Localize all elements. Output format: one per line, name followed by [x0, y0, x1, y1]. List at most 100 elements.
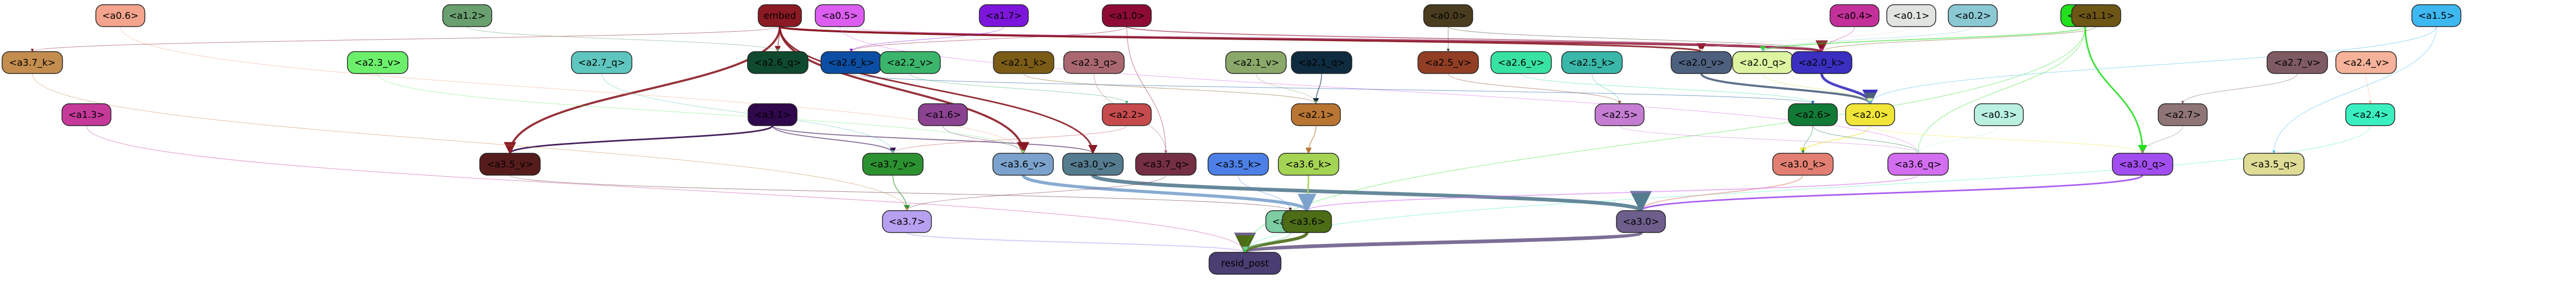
node-a3-7-v[interactable]: <a3.7_v> — [862, 153, 924, 176]
node-a3-0-q[interactable]: <a3.0_q> — [2112, 153, 2173, 176]
node-a3-5-v[interactable]: <a3.5_v> — [479, 153, 541, 176]
edge-a3.0-to-resid_post — [1235, 230, 1643, 255]
node-box — [815, 4, 865, 27]
edge-a1.5-to-a2.0 — [1869, 26, 2437, 104]
node-a2-6-v[interactable]: <a2.6_v> — [1490, 51, 1552, 74]
node-a2-6[interactable]: <a2.6> — [1788, 103, 1838, 126]
node-box — [992, 153, 1054, 176]
node-a2-0-v[interactable]: <a2.0_v> — [1671, 51, 1732, 74]
edges-layer — [31, 26, 2437, 255]
edge-a3.6_q-to-a3.6 — [1304, 175, 1919, 212]
node-a2-1[interactable]: <a2.1> — [1291, 103, 1341, 126]
node-a1-7[interactable]: <a1.7> — [979, 4, 1029, 27]
node-box — [2, 51, 63, 74]
node-a0-3[interactable]: <a0.3> — [1974, 103, 2024, 126]
node-a2-3-q[interactable]: <a2.3_q> — [1063, 51, 1125, 74]
node-a3-5-k[interactable]: <a3.5_k> — [1208, 153, 1269, 176]
node-a3-0-k[interactable]: <a3.0_k> — [1772, 153, 1834, 176]
node-box — [862, 153, 924, 176]
edge-a0.2-to-a2.0_q — [1761, 26, 1973, 52]
node-label: <a1.0> — [1109, 10, 1145, 21]
edge-a2.1-to-a3.6_k — [1305, 125, 1316, 154]
node-a3-0-v[interactable]: <a3.0_v> — [1062, 153, 1124, 176]
node-a1-0[interactable]: <a1.0> — [1102, 4, 1152, 27]
node-label: <a1.6> — [925, 109, 961, 120]
node-a1-2[interactable]: <a1.2> — [442, 4, 492, 27]
node-a0-4[interactable]: <a0.4> — [1830, 4, 1880, 27]
node-box — [1209, 252, 1281, 275]
node-a2-5[interactable]: <a2.5> — [1595, 103, 1645, 126]
node-label: <a2.5_k> — [1569, 57, 1615, 68]
node-a2-1-k[interactable]: <a2.1_k> — [993, 51, 1054, 74]
node-a2-6-q[interactable]: <a2.6_q> — [747, 51, 808, 74]
node-box — [2335, 51, 2397, 74]
node-a3-6-k[interactable]: <a3.6_k> — [1278, 153, 1339, 176]
node-a2-0-q[interactable]: <a2.0_q> — [1732, 51, 1794, 74]
node-label: <a2.0_k> — [1798, 57, 1845, 68]
node-a2-2[interactable]: <a2.2> — [1102, 103, 1152, 126]
node-a2-7-q[interactable]: <a2.7_q> — [571, 51, 632, 74]
node-box — [1208, 153, 1269, 176]
node-a0-2[interactable]: <a0.2> — [1948, 4, 1998, 27]
edge-a3.0_q-to-a3.0 — [1636, 174, 2144, 212]
node-a3-7[interactable]: <a3.7> — [882, 210, 932, 233]
node-label: <a1.1> — [2078, 10, 2114, 21]
node-label: <a3.5_q> — [2250, 159, 2297, 170]
node-a2-1-v[interactable]: <a2.1_v> — [1225, 51, 1287, 74]
edge-a3.5-to-resid_post — [1242, 232, 1291, 253]
node-a2-7-v[interactable]: <a2.7_v> — [2267, 51, 2328, 74]
node-a2-0[interactable]: <a2.0> — [1845, 103, 1895, 126]
node-a2-6-k[interactable]: <a2.6_k> — [820, 51, 882, 74]
node-label: <a2.5_v> — [1425, 57, 1471, 68]
node-a2-7[interactable]: <a2.7> — [2158, 103, 2208, 126]
node-a2-2-v[interactable]: <a2.2_v> — [879, 51, 941, 74]
node-label: <a3.6_q> — [1895, 159, 1942, 170]
node-label: <a2.6_v> — [1498, 57, 1544, 68]
node-label: <a3.6_v> — [1000, 159, 1046, 170]
node-box — [747, 51, 808, 74]
node-box — [1561, 51, 1623, 74]
node-a2-4-v[interactable]: <a2.4_v> — [2335, 51, 2397, 74]
node-box — [442, 4, 492, 27]
node-a3-0[interactable]: <a3.0> — [1616, 210, 1666, 233]
edge-embed-to-a3.5_v — [504, 26, 781, 155]
node-a3-5-q[interactable]: <a3.5_q> — [2243, 153, 2305, 176]
node-a0-0[interactable]: <a0.0> — [1423, 4, 1473, 27]
node-box — [1671, 51, 1732, 74]
node-a2-5-v[interactable]: <a2.5_v> — [1417, 51, 1479, 74]
node-a0-6[interactable]: <a0.6> — [95, 4, 145, 27]
node-label: <a3.6_k> — [1285, 159, 1331, 170]
node-a3-1[interactable]: <a3.1> — [748, 103, 798, 126]
node-a1-3[interactable]: <a1.3> — [61, 103, 111, 126]
node-a2-5-k[interactable]: <a2.5_k> — [1561, 51, 1623, 74]
node-box — [1423, 4, 1473, 27]
node-a2-3-v[interactable]: <a2.3_v> — [347, 51, 408, 74]
edge-a1.7-to-a2.6_k — [850, 26, 1004, 52]
node-a2-0-k[interactable]: <a2.0_k> — [1791, 51, 1852, 74]
node-box — [1291, 51, 1352, 74]
node-a1-6[interactable]: <a1.6> — [918, 103, 968, 126]
node-label: <a0.0> — [1430, 10, 1466, 21]
node-a3-7-q[interactable]: <a3.7_q> — [1135, 153, 1197, 176]
node-resid-post[interactable]: resid_post — [1209, 252, 1281, 275]
node-a3-6-q[interactable]: <a3.6_q> — [1887, 153, 1949, 176]
node-a3-6-v[interactable]: <a3.6_v> — [992, 153, 1054, 176]
node-a3-6[interactable]: <a3.6> — [1282, 210, 1332, 233]
node-a0-5[interactable]: <a0.5> — [815, 4, 865, 27]
edge-a3.5_v-to-a3.5 — [509, 175, 1292, 211]
edge-a2.5-to-a3.6_q — [1619, 125, 1920, 154]
node-box — [882, 210, 932, 233]
node-a0-1[interactable]: <a0.1> — [1886, 4, 1936, 27]
edge-a1.4-to-a3.0_q — [2084, 26, 2147, 154]
node-box — [1788, 103, 1838, 126]
node-a3-7-k[interactable]: <a3.7_k> — [2, 51, 63, 74]
node-a1-5[interactable]: <a1.5> — [2411, 4, 2461, 27]
edge-a3.6_k-to-a3.6 — [1302, 175, 1312, 212]
node-a1-1[interactable]: <a1.1> — [2071, 4, 2121, 27]
node-label: <a2.1_q> — [1298, 57, 1345, 68]
node-a2-1-q[interactable]: <a2.1_q> — [1291, 51, 1352, 74]
node-a2-4[interactable]: <a2.4> — [2345, 103, 2395, 126]
edge-a2.7_q-to-a3.7_v — [601, 73, 894, 154]
node-embed[interactable]: embed — [757, 4, 802, 27]
